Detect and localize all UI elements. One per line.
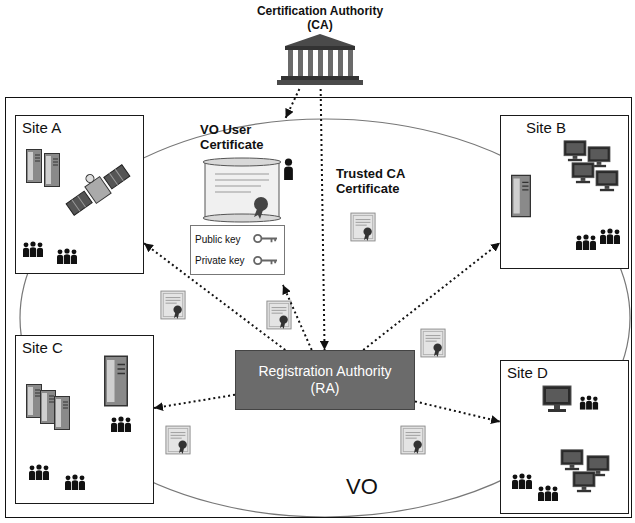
dotted-connector bbox=[286, 89, 300, 118]
people-group bbox=[57, 248, 77, 264]
server-icon bbox=[512, 175, 531, 216]
building-step bbox=[281, 76, 359, 80]
people-group bbox=[23, 241, 43, 257]
building-column bbox=[288, 50, 293, 76]
key-label: Public key bbox=[195, 229, 280, 250]
site-label: Site A bbox=[16, 116, 61, 137]
people-group bbox=[600, 228, 620, 244]
site-box: Site A bbox=[15, 115, 144, 274]
building-columns bbox=[288, 50, 353, 76]
building-column bbox=[328, 50, 333, 76]
vo-label: VO bbox=[346, 474, 378, 500]
building-beam bbox=[285, 46, 355, 50]
satellite-dish bbox=[84, 173, 95, 184]
server-icon bbox=[105, 356, 128, 406]
people-group bbox=[65, 474, 85, 490]
site-illustration bbox=[16, 336, 151, 501]
site-label: Site B bbox=[501, 116, 566, 137]
certificate-icon bbox=[421, 329, 445, 357]
private-key-icon bbox=[254, 257, 277, 264]
scroll-lines bbox=[215, 174, 269, 192]
people-group bbox=[580, 396, 598, 410]
computer-icon bbox=[561, 450, 583, 470]
building-column bbox=[338, 50, 343, 76]
authority-heading: Certification Authority (CA) bbox=[245, 4, 395, 32]
scroll-seal bbox=[254, 197, 268, 211]
building-step bbox=[277, 80, 363, 85]
server-icon bbox=[55, 397, 70, 430]
vo-frame: VO Site A VO User Certificate Public key… bbox=[5, 97, 632, 518]
computer-icon bbox=[573, 472, 595, 492]
dotted-connector bbox=[283, 285, 312, 350]
building-column bbox=[318, 50, 323, 76]
authority-label: Registration Authority (RA) bbox=[244, 363, 406, 397]
public-key-icon bbox=[254, 235, 277, 242]
person-icon bbox=[284, 159, 293, 180]
building-column bbox=[348, 50, 353, 76]
dotted-connector bbox=[154, 395, 235, 408]
site-illustration bbox=[16, 116, 141, 271]
certificate-label: VO User Certificate bbox=[185, 118, 280, 152]
site-box: Site B bbox=[500, 115, 629, 269]
certificate-icon bbox=[267, 301, 291, 329]
server-icon bbox=[41, 391, 56, 424]
key-icons bbox=[191, 226, 284, 274]
authority-box: Registration Authority (RA) bbox=[235, 350, 415, 410]
computer-icon bbox=[572, 163, 594, 183]
people-group bbox=[538, 485, 558, 501]
computer-icon bbox=[564, 141, 586, 161]
satellite-icon bbox=[60, 156, 132, 218]
key-box: Public keyPrivate key bbox=[190, 225, 285, 275]
certificate-icon bbox=[401, 426, 425, 454]
server-icon bbox=[27, 385, 42, 418]
site-label: Site C bbox=[16, 336, 63, 357]
scroll-roll bbox=[203, 214, 281, 222]
solar-panel bbox=[66, 191, 92, 215]
people-group bbox=[576, 234, 596, 250]
certificate-icon bbox=[351, 213, 375, 241]
key-label: Private key bbox=[195, 250, 280, 271]
site-box: Site C bbox=[15, 335, 154, 504]
scroll-ribbon bbox=[254, 209, 263, 219]
building-pediment bbox=[285, 34, 355, 46]
computer-icon bbox=[543, 386, 571, 412]
dotted-connector bbox=[321, 89, 325, 350]
site-illustration bbox=[501, 116, 626, 266]
computer-icon bbox=[596, 171, 618, 191]
building-column bbox=[308, 50, 313, 76]
server-icon bbox=[27, 150, 42, 183]
panel-grid bbox=[72, 169, 123, 211]
scroll-roll bbox=[203, 158, 281, 166]
people-group bbox=[29, 464, 49, 480]
connector-label: Trusted CA Certificate bbox=[334, 165, 428, 197]
scroll-sheet bbox=[205, 162, 279, 218]
dotted-connector bbox=[363, 243, 500, 350]
certificate-icon bbox=[161, 291, 185, 319]
site-illustration bbox=[501, 361, 626, 511]
solar-panel bbox=[104, 165, 130, 189]
building-column bbox=[298, 50, 303, 76]
server-icon bbox=[45, 154, 60, 187]
site-label: Site D bbox=[501, 361, 548, 382]
certificate-icon bbox=[166, 426, 190, 454]
authority-node: Certification Authority (CA) bbox=[235, 2, 405, 89]
people-group bbox=[111, 416, 131, 432]
site-box: Site D bbox=[500, 360, 629, 514]
dotted-connector bbox=[415, 401, 500, 421]
people-group bbox=[512, 473, 532, 489]
certificate-node: VO User Certificate Public keyPrivate ke… bbox=[185, 118, 307, 285]
